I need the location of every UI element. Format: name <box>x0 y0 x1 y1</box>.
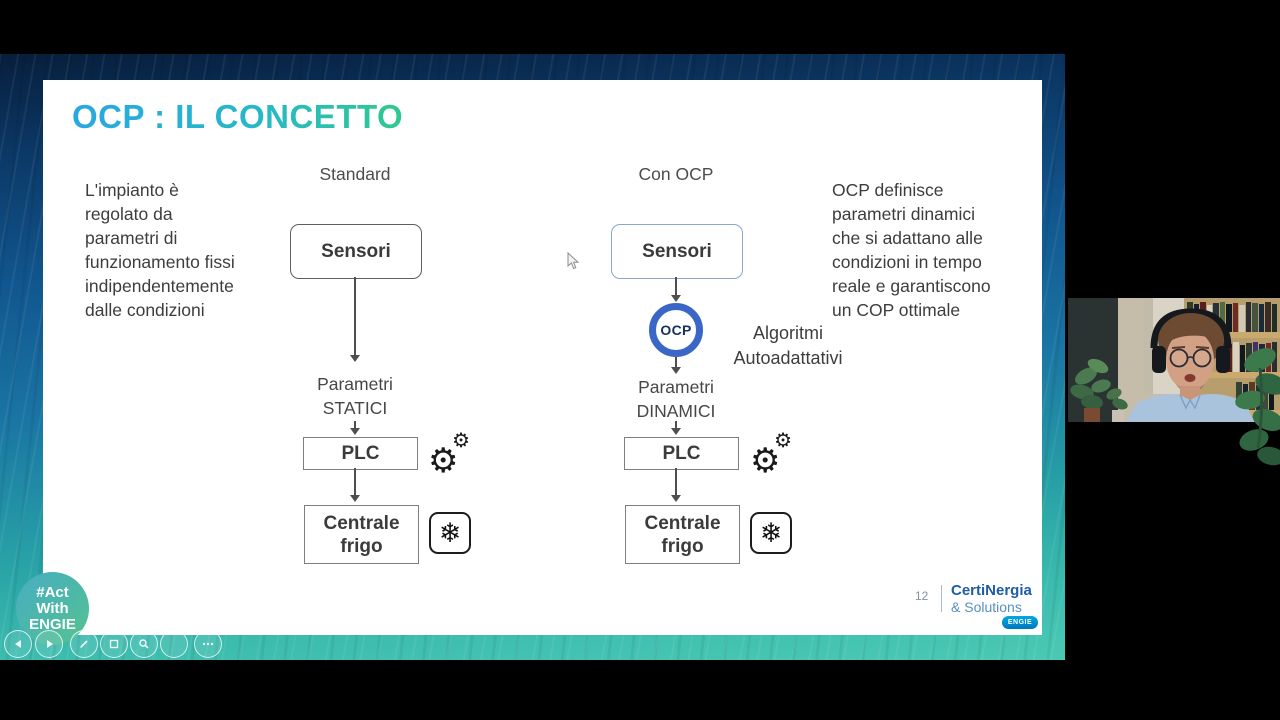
parametri-line: Parametri <box>638 377 714 397</box>
brand-certinergia: CertiNergia <box>951 582 1032 599</box>
left-note-line: regolato da <box>85 204 173 224</box>
algoritmi-line: Algoritmi <box>752 323 823 343</box>
annotate-pen-button[interactable] <box>70 630 98 658</box>
parametri-line: Parametri <box>317 374 393 394</box>
ocp-plc-box: PLC <box>624 437 739 470</box>
standard-flow-heading: Standard <box>319 164 391 184</box>
right-note-line: OCP definisce <box>832 180 944 200</box>
gears-icon: ⚙ ⚙ <box>428 430 470 481</box>
ocp-flow-heading: Con OCP <box>638 164 714 184</box>
left-note-line: L'impianto è <box>85 180 179 200</box>
ocp-parametri-label: Parametri DINAMICI <box>611 375 741 423</box>
left-note-line: dalle condizioni <box>85 300 205 320</box>
standard-plc-box: PLC <box>303 437 418 470</box>
right-note-line: parametri dinamici <box>832 204 975 224</box>
left-note: L'impianto è regolato da parametri di fu… <box>85 178 235 322</box>
right-note-line: reale e garantiscono <box>832 276 991 296</box>
gear-icon: ⚙ <box>428 441 459 481</box>
algoritmi-line: Autoadattativi <box>733 348 843 368</box>
right-note: OCP definisce parametri dinamici che si … <box>832 178 991 322</box>
ocp-sensori-box: Sensori <box>611 224 743 279</box>
presentation-slide: OCP : IL CONCETTO L'impianto è regolato … <box>43 80 1042 635</box>
left-note-line: parametri di <box>85 228 178 248</box>
gears-icon: ⚙ ⚙ <box>750 430 792 481</box>
mouse-cursor-icon <box>566 251 580 275</box>
pointer-button[interactable] <box>160 630 188 658</box>
previous-button[interactable] <box>4 630 32 658</box>
standard-parametri-label: Parametri STATICI <box>290 372 420 420</box>
gear-icon: ⚙ <box>452 428 470 452</box>
brand-solutions: & Solutions <box>951 599 1022 615</box>
badge-line: ENGIE <box>29 615 76 633</box>
presenter-illustration <box>1068 298 1280 470</box>
right-note-line: condizioni in tempo <box>832 252 982 272</box>
gear-icon: ⚙ <box>774 428 792 452</box>
arrow-down <box>671 277 681 302</box>
gear-icon: ⚙ <box>750 441 781 481</box>
centrale-line: Centrale <box>323 512 400 534</box>
slide-title: OCP : IL CONCETTO <box>72 98 404 135</box>
arrow-down <box>671 421 681 435</box>
zoom-button[interactable] <box>130 630 158 658</box>
play-button[interactable] <box>35 630 63 658</box>
left-note-line: funzionamento fissi <box>85 252 235 272</box>
standard-centrale-box: Centrale frigo <box>304 505 419 564</box>
snapshot-button[interactable] <box>100 630 128 658</box>
arrow-down <box>671 468 681 502</box>
footer-divider <box>941 585 942 612</box>
parametri-line: STATICI <box>322 398 388 418</box>
standard-sensori-box: Sensori <box>290 224 422 279</box>
centrale-line: frigo <box>340 535 383 557</box>
arrow-down <box>671 357 681 374</box>
page-number: 12 <box>915 589 929 603</box>
parametri-line: DINAMICI <box>636 401 716 421</box>
ocp-circle: OCP <box>649 303 703 357</box>
centrale-line: Centrale <box>644 512 721 534</box>
ocp-centrale-box: Centrale frigo <box>625 505 740 564</box>
webcam-feed <box>1068 298 1280 470</box>
snowflake-icon: ❄ <box>750 512 792 554</box>
badge-line: #Act <box>36 583 69 601</box>
right-note-line: che si adattano alle <box>832 228 983 248</box>
centrale-line: frigo <box>661 535 704 557</box>
arrow-down <box>350 468 360 502</box>
left-note-line: indipendentemente <box>85 276 234 296</box>
webinar-video-stage: OCP : IL CONCETTO L'impianto è regolato … <box>0 54 1065 660</box>
engie-logo: ENGIE <box>1002 616 1038 629</box>
algoritmi-label: Algoritmi Autoadattativi <box>708 321 868 371</box>
right-note-line: un COP ottimale <box>832 300 961 320</box>
badge-line: With <box>36 599 69 617</box>
arrow-down <box>350 277 360 362</box>
snowflake-icon: ❄ <box>429 512 471 554</box>
more-options-button[interactable] <box>194 630 222 658</box>
arrow-down <box>350 421 360 435</box>
